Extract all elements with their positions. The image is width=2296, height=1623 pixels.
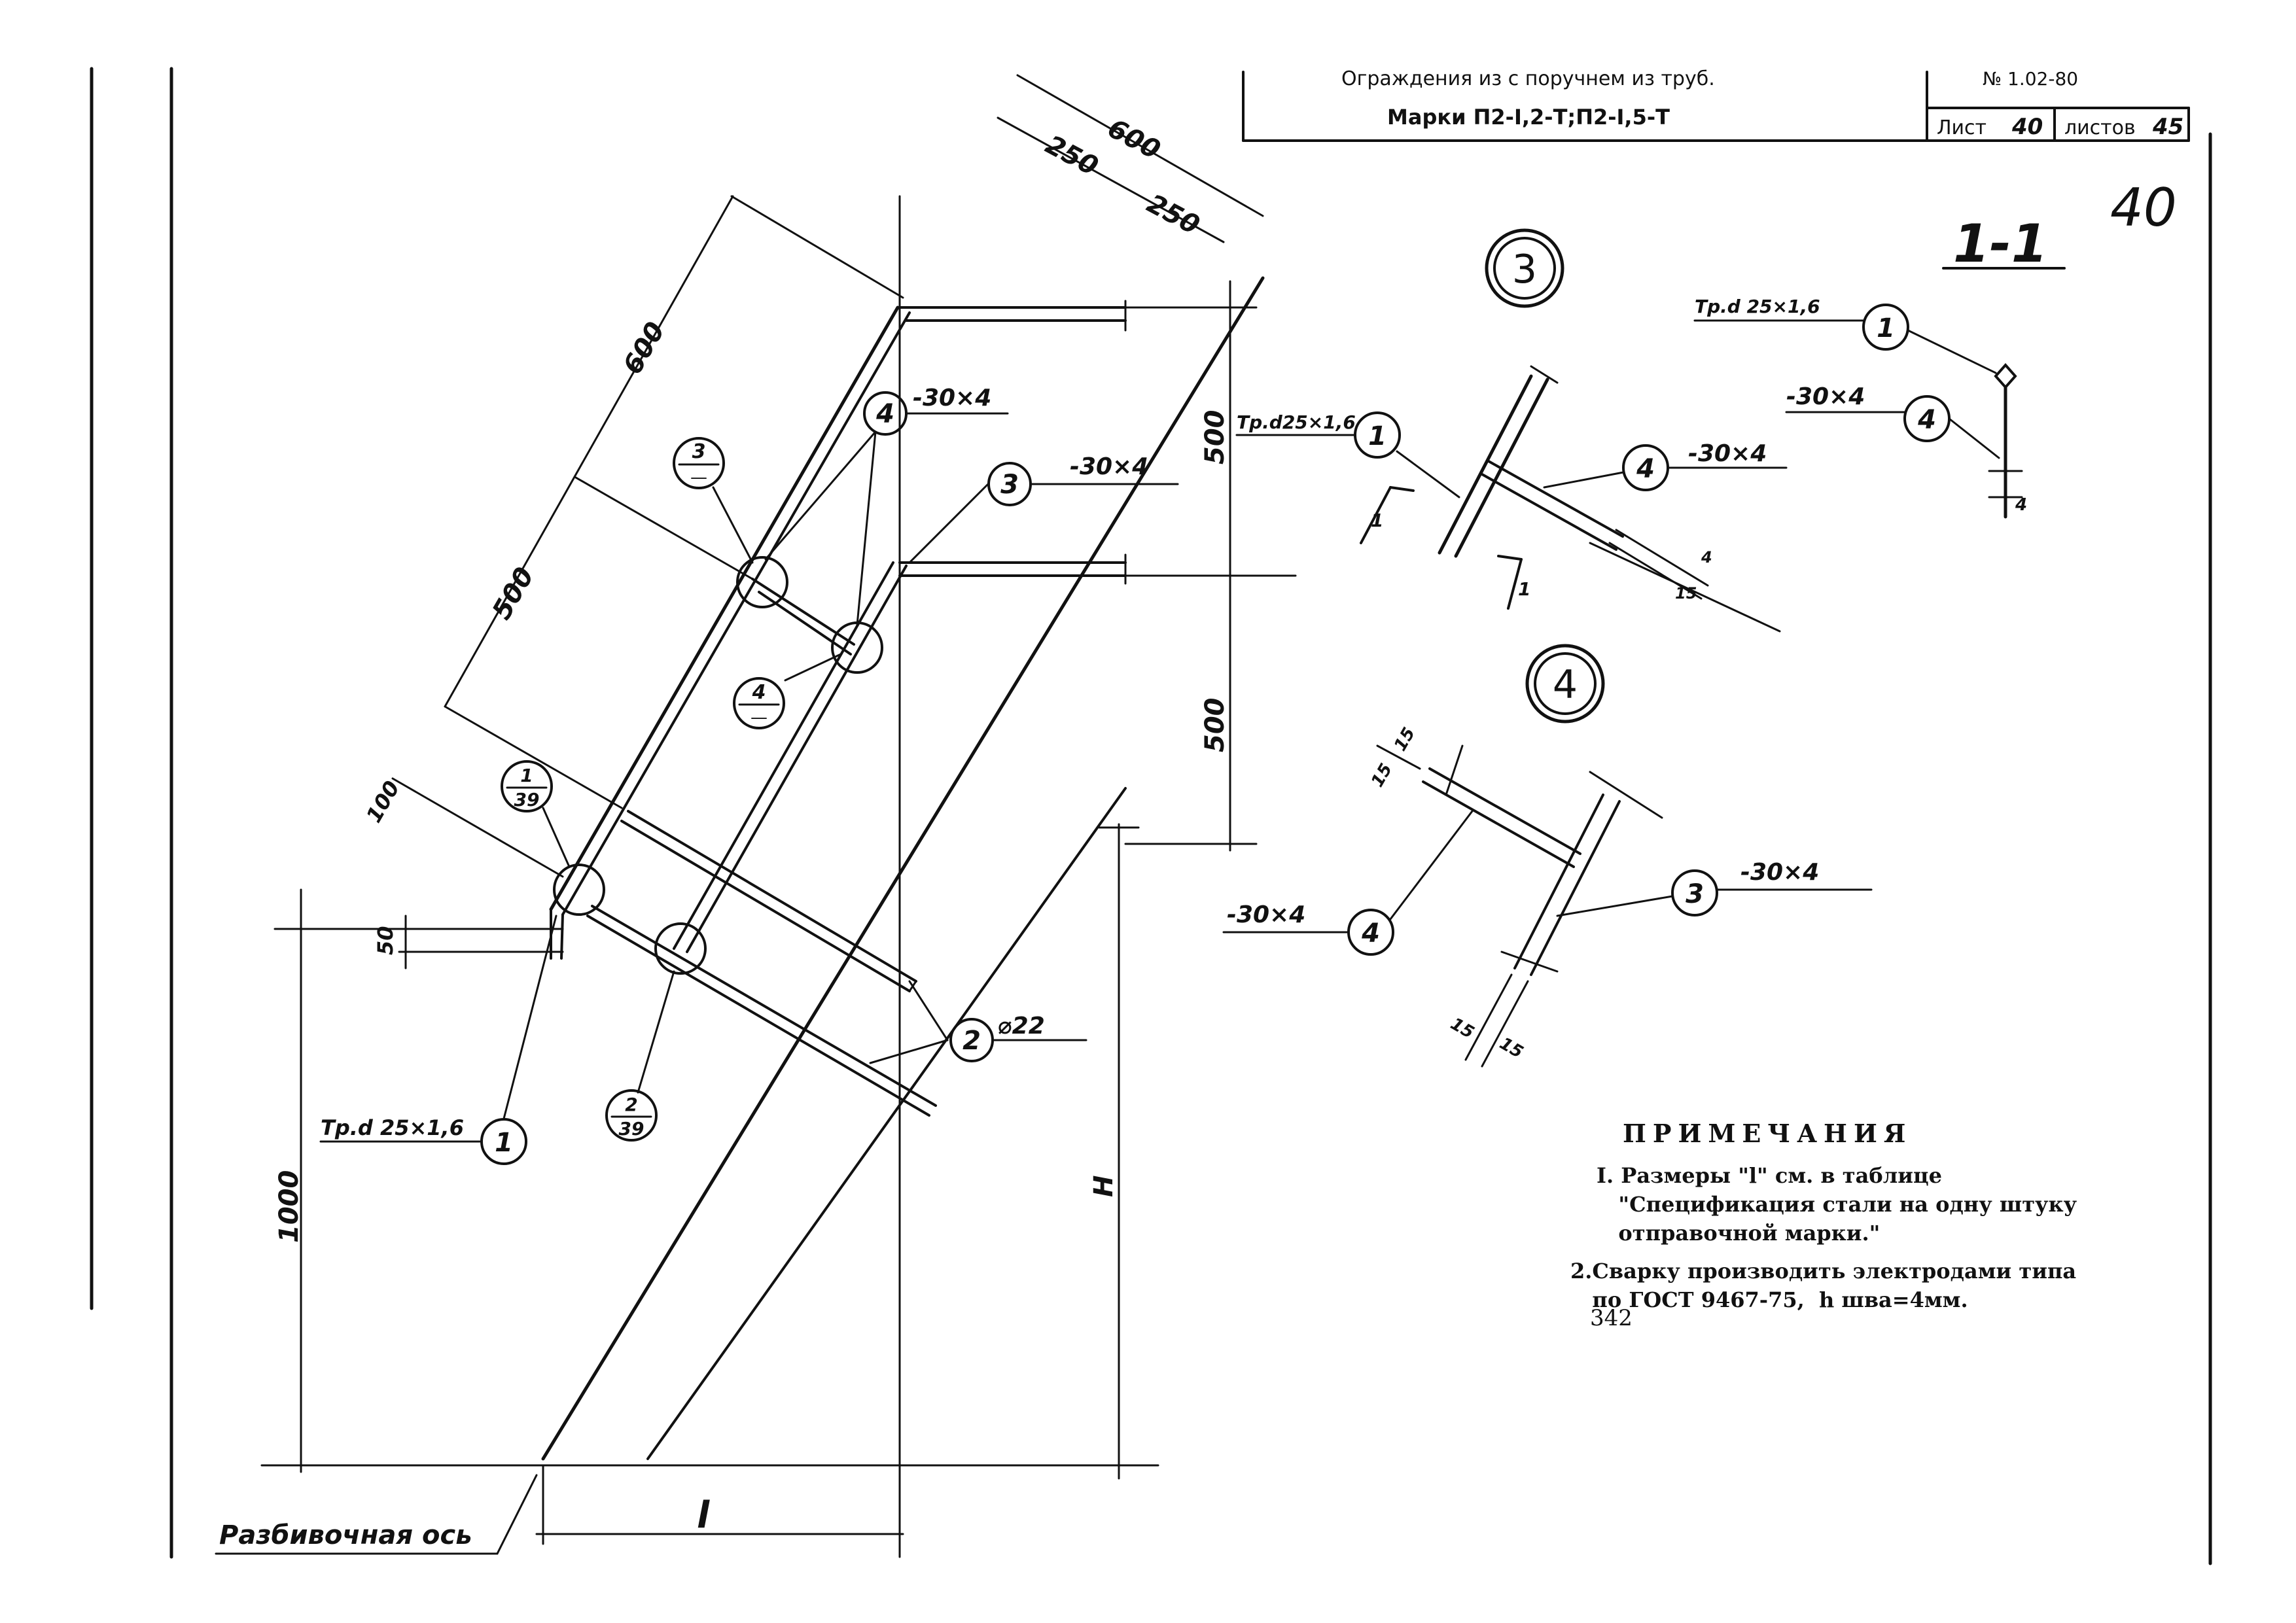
svg-text:15: 15 xyxy=(1390,724,1419,754)
svg-text:-30×4: -30×4 xyxy=(1786,383,1865,410)
svg-text:—: — xyxy=(690,468,707,487)
dim-600-slope: 600 xyxy=(618,317,671,379)
svg-text:—: — xyxy=(751,708,768,727)
section-1-1: 1-1 1 Тр.d 25×1,6 4 4 -30×4 xyxy=(1693,213,2066,519)
section-label: 1-1 xyxy=(1953,213,2048,274)
main-elevation xyxy=(215,74,1297,1558)
dim-l: l xyxy=(697,1494,710,1537)
note-2: 2.Сварку производить электродами типа по… xyxy=(1570,1259,2077,1312)
svg-text:1: 1 xyxy=(1368,421,1386,451)
callout-3-top: 3 -30×4 xyxy=(908,453,1179,564)
dim-1000: 1000 xyxy=(274,1170,304,1243)
dim-250-b: 250 xyxy=(1142,188,1204,241)
callout-1-main: 1 Тр.d 25×1,6 xyxy=(319,915,557,1165)
layout-axis-label: Разбивочная ось xyxy=(219,1520,472,1550)
svg-text:1: 1 xyxy=(1518,578,1530,600)
svg-text:4: 4 xyxy=(875,399,894,429)
title-block: Ограждения из с поручнем из труб. Марки … xyxy=(1242,67,2190,142)
detail-circle-1 xyxy=(553,864,605,916)
svg-text:15: 15 xyxy=(1675,584,1697,602)
dim-50: 50 xyxy=(373,926,398,955)
svg-text:-30×4: -30×4 xyxy=(1070,453,1148,480)
svg-text:4: 4 xyxy=(752,681,766,704)
detail-circle-3 xyxy=(736,556,788,608)
detail-4: 4 15 15 15 15 4 -30×4 3 -30×4 xyxy=(1222,644,1873,1068)
svg-text:4: 4 xyxy=(1701,548,1712,567)
ref-node-1-39: 1 39 xyxy=(501,760,571,868)
svg-text:-30×4: -30×4 xyxy=(1688,440,1767,467)
svg-text:39: 39 xyxy=(514,789,540,811)
dim-500-lower: 500 xyxy=(1200,698,1230,753)
handrail-pipe xyxy=(549,305,900,911)
svg-text:2: 2 xyxy=(625,1094,637,1115)
detail-3: 3 1 Тр.d25×1,6 4 -30×4 1 1 4 15 xyxy=(1235,228,1788,633)
svg-text:15: 15 xyxy=(1447,1014,1477,1043)
svg-text:2: 2 xyxy=(963,1026,981,1056)
ref-node-4: 4 — xyxy=(733,653,842,729)
ref-node-2-39: 2 39 xyxy=(605,970,675,1142)
svg-text:-30×4: -30×4 xyxy=(913,385,991,411)
notes-block: ПРИМЕЧАНИЯ I. Размеры "l" см. в таблице … xyxy=(1570,1119,2225,1314)
svg-text:4: 4 xyxy=(1636,454,1655,484)
notes-title: ПРИМЕЧАНИЯ xyxy=(1623,1119,1913,1148)
dim-500-slope: 500 xyxy=(487,563,540,625)
detail-circle-2 xyxy=(654,922,707,975)
bracket-4 xyxy=(751,578,855,646)
title-line1: Ограждения из с поручнем из труб. xyxy=(1341,67,1715,90)
svg-text:3: 3 xyxy=(1686,879,1704,909)
svg-text:3: 3 xyxy=(1000,470,1019,500)
svg-text:Тр.d25×1,6: Тр.d25×1,6 xyxy=(1237,411,1356,433)
stair-stringer xyxy=(541,276,1265,1461)
dim-500-upper: 500 xyxy=(1200,410,1230,465)
title-doc-code: № 1.02-80 xyxy=(1983,68,2078,90)
sheets-label: листов xyxy=(2064,116,2136,139)
svg-text:15: 15 xyxy=(1368,760,1396,790)
svg-text:-30×4: -30×4 xyxy=(1740,859,1819,886)
svg-text:1: 1 xyxy=(1371,510,1383,531)
svg-text:39: 39 xyxy=(619,1118,645,1140)
svg-text:Тр.d 25×1,6: Тр.d 25×1,6 xyxy=(1695,296,1820,317)
sheet-number: 40 xyxy=(2011,114,2043,140)
handwritten-page-number: 40 xyxy=(2110,177,2177,238)
middle-rail xyxy=(673,561,894,950)
svg-text:⌀22: ⌀22 xyxy=(998,1013,1045,1039)
svg-text:15: 15 xyxy=(1496,1034,1527,1062)
title-line2: Марки П2-I,2-Т;П2-I,5-Т xyxy=(1387,105,1670,130)
dim-600-top: 600 xyxy=(1103,113,1165,166)
svg-text:3: 3 xyxy=(692,440,706,463)
sheet-label: Лист xyxy=(1937,116,1987,139)
dim-250-a: 250 xyxy=(1040,130,1103,182)
callout-2: 2 ⌀22 xyxy=(869,980,1087,1064)
dim-H: Н xyxy=(1089,1176,1119,1197)
ref-node-3: 3 — xyxy=(673,437,754,564)
svg-text:-30×4: -30×4 xyxy=(1227,901,1305,928)
page-number: 342 xyxy=(1590,1305,1633,1331)
sheets-total: 45 xyxy=(2152,114,2183,140)
svg-text:4: 4 xyxy=(1917,405,1936,435)
svg-text:3: 3 xyxy=(1512,247,1537,292)
rod-2 xyxy=(627,810,917,983)
dim-100: 100 xyxy=(361,777,404,827)
svg-text:1: 1 xyxy=(1877,313,1895,343)
callout-4-top: 4 -30×4 xyxy=(764,385,1009,626)
svg-text:4: 4 xyxy=(1553,662,1578,708)
note-1: I. Размеры "l" см. в таблице "Спецификац… xyxy=(1597,1163,2077,1246)
svg-text:Тр.d 25×1,6: Тр.d 25×1,6 xyxy=(321,1115,464,1140)
svg-text:4: 4 xyxy=(2015,495,2027,515)
svg-text:4: 4 xyxy=(1361,918,1380,949)
svg-text:1: 1 xyxy=(520,765,533,786)
svg-text:1: 1 xyxy=(495,1128,513,1158)
